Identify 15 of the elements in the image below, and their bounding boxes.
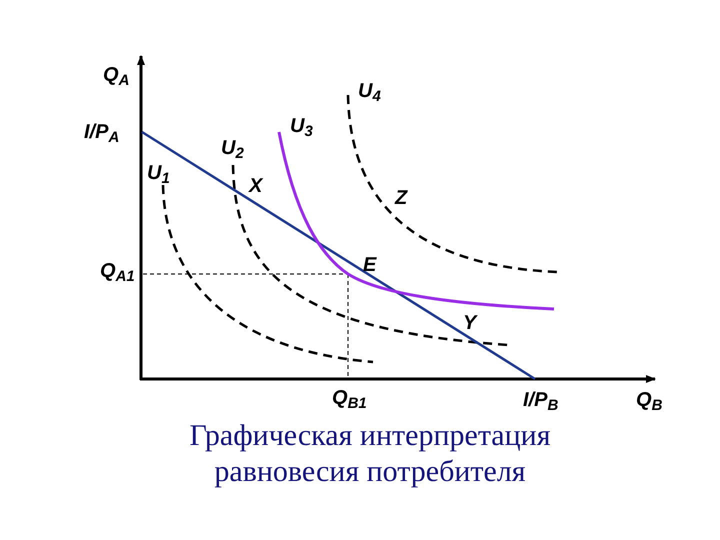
intercept-label: I/P$_{B}$ [523,388,558,412]
tick-label: Q$_{A1}$ [100,259,135,283]
point-label: Z [395,186,408,210]
point-label: X [249,174,262,198]
caption: Графическая интерпретация равновесия потребителя [188,418,552,490]
point-label: Y [463,311,476,335]
curve-label: U$_{3}$ [290,114,313,138]
axis-label: Q$_{A}$ [103,63,130,87]
axis-label: Q$_{B}$ [636,388,662,412]
point-label: E [363,253,376,277]
intercept-label: I/P$_{A}$ [84,120,120,144]
tick-label: Q$_{B1}$ [332,386,367,410]
curve-label: U$_{4}$ [358,79,381,103]
curve-label: U$_{1}$ [147,161,170,185]
curve-label: U$_{2}$ [221,136,244,160]
